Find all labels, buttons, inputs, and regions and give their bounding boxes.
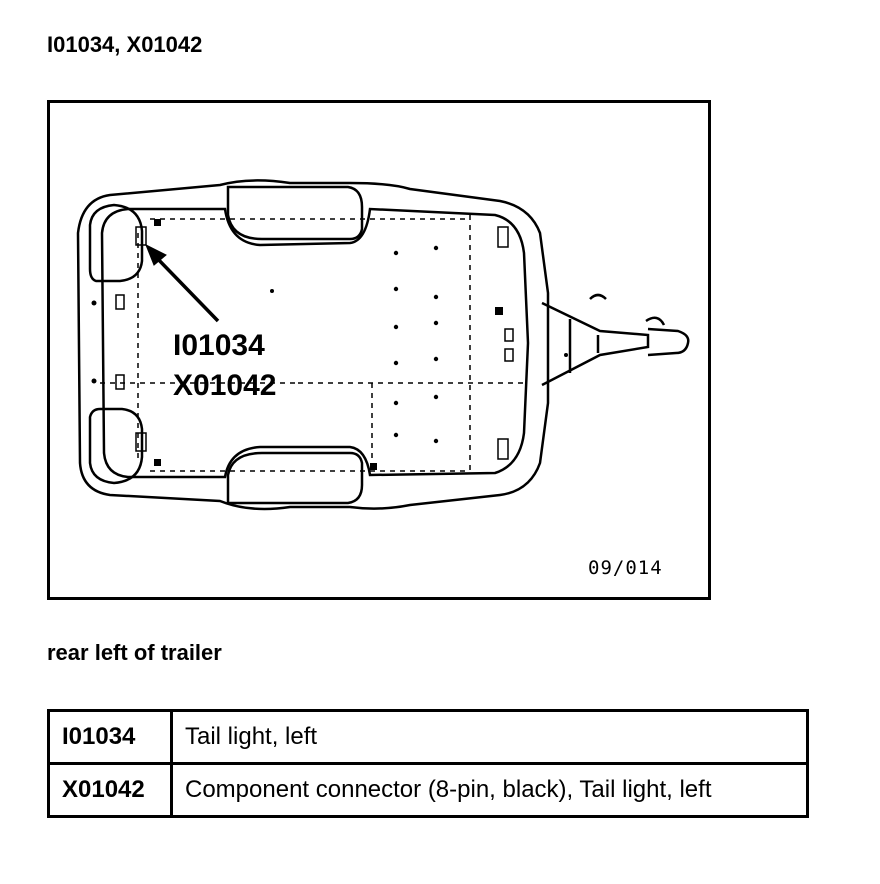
bottom-fender	[226, 451, 364, 505]
rear-right-light-housing	[88, 407, 144, 485]
legend-code: I01034	[47, 709, 173, 765]
figure-caption: rear left of trailer	[47, 640, 222, 665]
callout-component-label: I01034	[173, 329, 265, 362]
trailer-body-outline	[76, 179, 550, 511]
figure-code: 09/014	[588, 557, 663, 579]
legend-description: Component connector (8-pin, black), Tail…	[170, 762, 809, 818]
drawbar	[541, 301, 650, 387]
page-title: I01034, X01042	[47, 32, 203, 57]
table-row: I01034 Tail light, left	[47, 709, 809, 765]
table-row: X01042 Component connector (8-pin, black…	[47, 762, 809, 818]
trailer-inner-outline	[100, 207, 530, 479]
legend-table: I01034 Tail light, left X01042 Component…	[47, 709, 809, 818]
legend-description: Tail light, left	[170, 709, 809, 765]
legend-code: X01042	[47, 762, 173, 818]
top-fender	[226, 185, 364, 241]
trailer-outline-drawing	[76, 179, 690, 511]
callout-connector-label: X01042	[173, 369, 277, 402]
callout-arrow	[145, 243, 220, 323]
trailer-diagram: I01034 X01042 09/014	[47, 100, 711, 600]
rear-left-light-housing	[88, 203, 144, 283]
hitch-coupling	[647, 327, 690, 357]
